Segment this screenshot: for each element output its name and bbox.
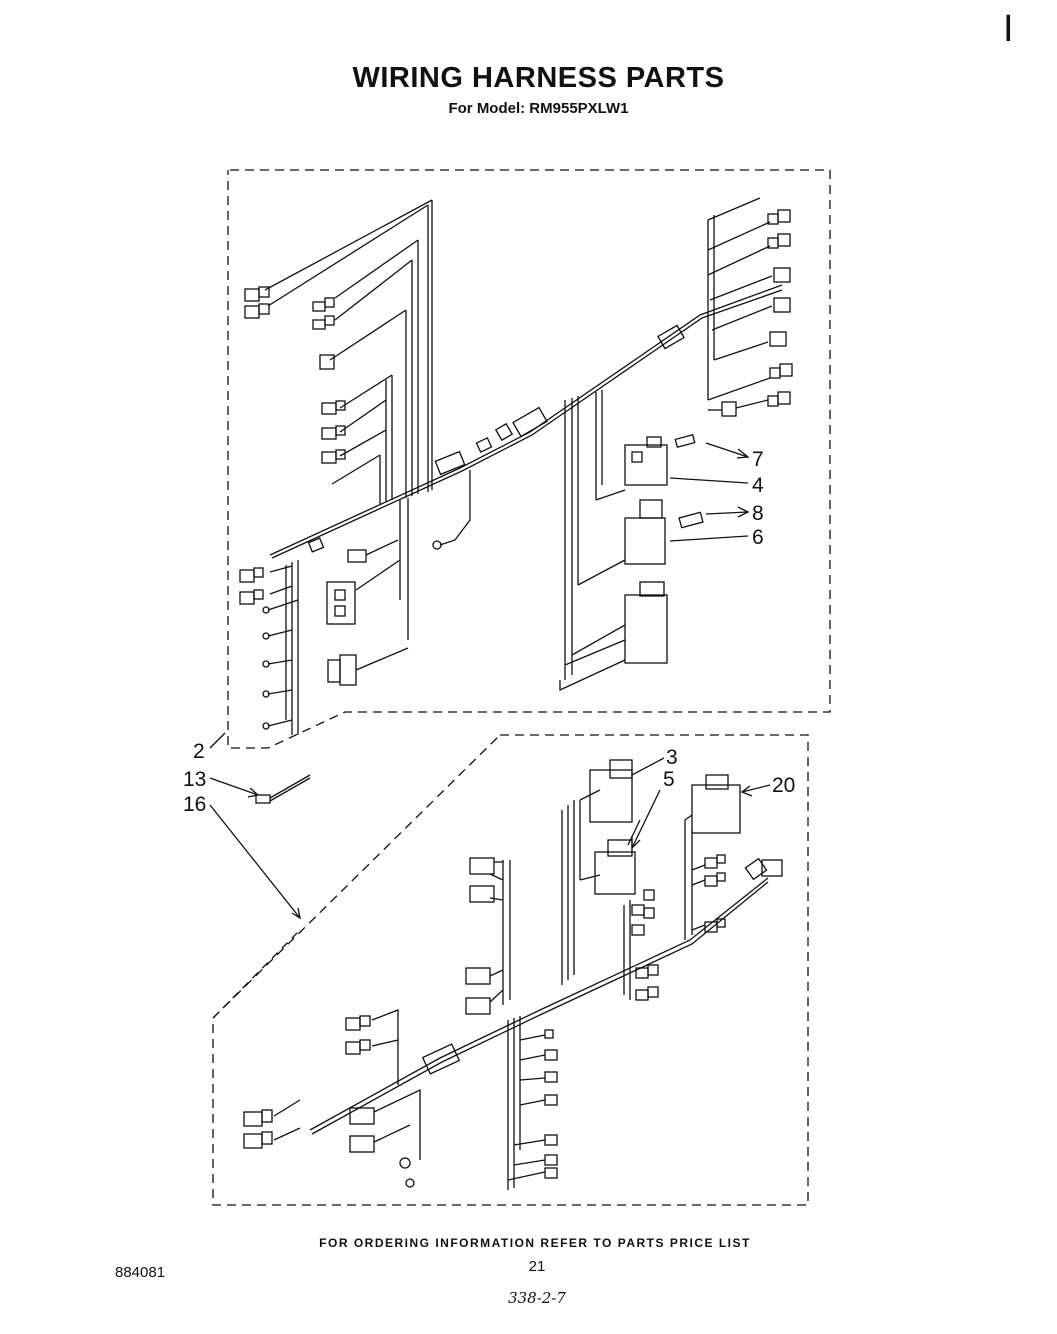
- page-title: WIRING HARNESS PARTS: [352, 62, 725, 94]
- leader-16-arrowhead: [291, 907, 301, 920]
- leader-8: [705, 511, 749, 515]
- corner-mark: I: [1003, 8, 1014, 50]
- leader-7: [705, 442, 749, 458]
- callout-13: 13: [183, 768, 206, 791]
- leader-3: [631, 757, 665, 776]
- leader-16: [209, 804, 301, 919]
- callout-8: 8: [752, 502, 764, 525]
- upper-center-right-bundle: [559, 390, 704, 692]
- lower-left-connectors: [243, 857, 511, 1188]
- upper-harness-boundary: [227, 169, 831, 749]
- lower-harness-boundary: [212, 734, 809, 1206]
- leader-2: [209, 732, 226, 749]
- leader-5-arrowhead: [631, 836, 641, 850]
- upper-left-bundle: [264, 199, 433, 504]
- callout-7: 7: [752, 448, 764, 471]
- leader-4: [669, 477, 749, 484]
- page-number: 21: [528, 1258, 546, 1275]
- callout-2: 2: [193, 740, 205, 763]
- lower-center-bundle: [507, 1016, 558, 1190]
- link-16-to-lower: [212, 929, 301, 1019]
- ordering-info-note: FOR ORDERING INFORMATION REFER TO PARTS …: [319, 1236, 751, 1250]
- upper-left-lower-branches: [239, 470, 471, 735]
- callout-16: 16: [183, 793, 206, 816]
- leader-13: [209, 777, 259, 796]
- leader-5: [631, 789, 661, 849]
- leader-6: [669, 535, 749, 542]
- upper-left-connectors: [244, 286, 346, 464]
- callout-6: 6: [752, 526, 764, 549]
- upper-main-trunk: [269, 284, 783, 559]
- leader-20-arrowhead: [740, 785, 753, 797]
- leader-8-arrowhead: [737, 506, 750, 518]
- model-subtitle: For Model: RM955PXLW1: [448, 100, 629, 117]
- lower-main-trunk: [309, 857, 783, 1135]
- upper-right-fan: [707, 197, 793, 417]
- leader-20: [741, 784, 771, 793]
- callout-4: 4: [752, 474, 764, 497]
- part-13-jumper: [255, 774, 311, 804]
- callout-5: 5: [663, 768, 675, 791]
- handwritten-note: 338-2-7: [508, 1289, 566, 1307]
- callout-20: 20: [772, 774, 795, 797]
- leader-7-arrowhead: [736, 448, 750, 459]
- document-code: 884081: [115, 1264, 166, 1281]
- callout-3: 3: [666, 746, 678, 769]
- lower-receptacles: [561, 759, 741, 1001]
